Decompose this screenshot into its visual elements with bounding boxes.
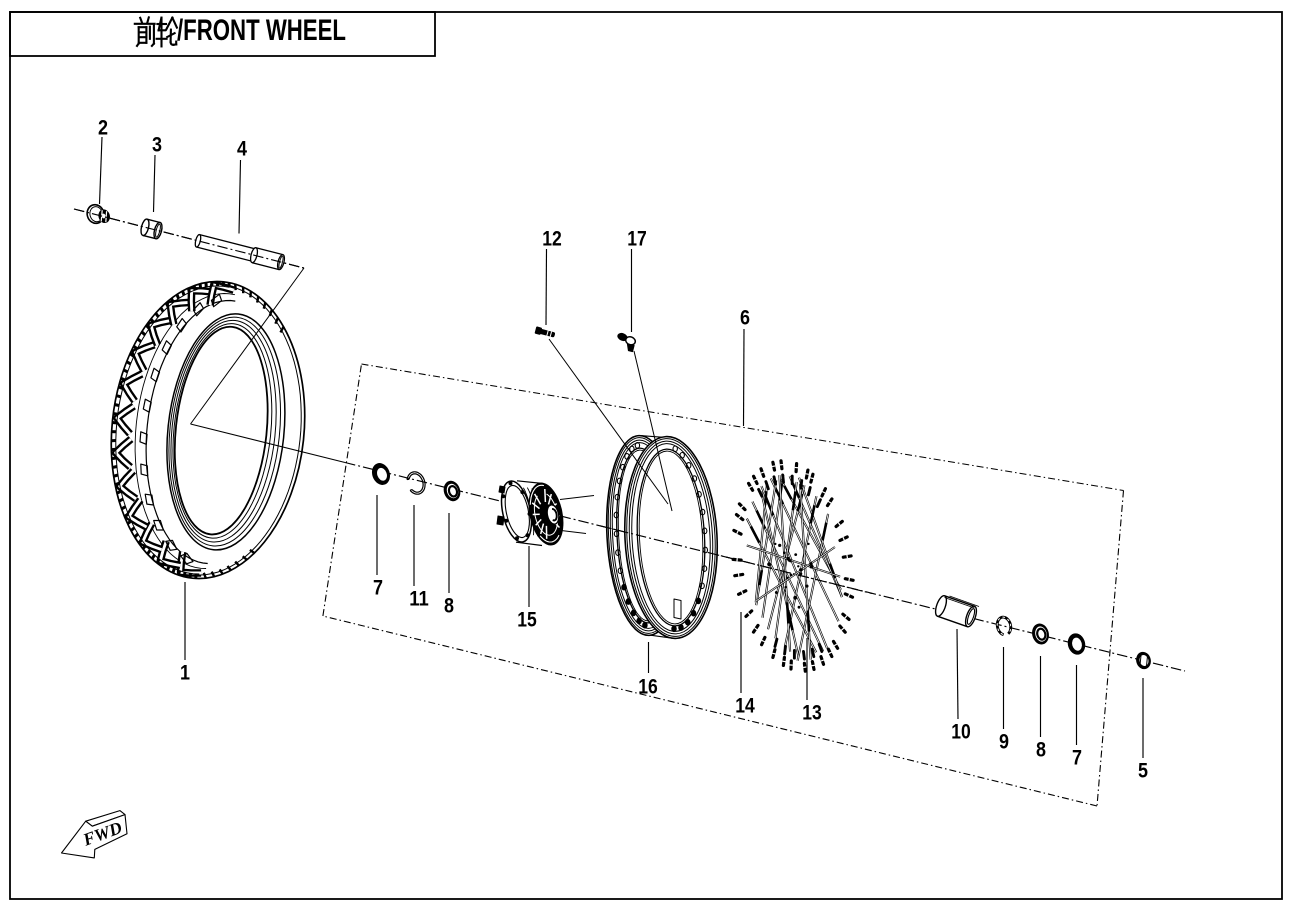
svg-text:4: 4 <box>237 138 247 161</box>
svg-text:10: 10 <box>951 721 971 744</box>
svg-text:8: 8 <box>444 595 454 618</box>
svg-text:3: 3 <box>152 134 162 157</box>
svg-text:5: 5 <box>1138 760 1148 783</box>
svg-text:/FRONT WHEEL: /FRONT WHEEL <box>177 14 346 47</box>
svg-text:17: 17 <box>627 228 647 251</box>
svg-text:7: 7 <box>1072 747 1082 770</box>
svg-text:12: 12 <box>542 228 562 251</box>
svg-text:16: 16 <box>638 676 658 699</box>
svg-text:2: 2 <box>98 117 108 140</box>
svg-text:7: 7 <box>373 577 383 600</box>
svg-text:11: 11 <box>409 588 429 611</box>
svg-text:1: 1 <box>180 662 190 685</box>
svg-text:9: 9 <box>999 731 1009 754</box>
svg-text:15: 15 <box>517 609 537 632</box>
svg-text:6: 6 <box>740 307 750 330</box>
svg-text:8: 8 <box>1036 739 1046 762</box>
svg-text:14: 14 <box>735 695 755 718</box>
svg-text:13: 13 <box>802 702 822 725</box>
